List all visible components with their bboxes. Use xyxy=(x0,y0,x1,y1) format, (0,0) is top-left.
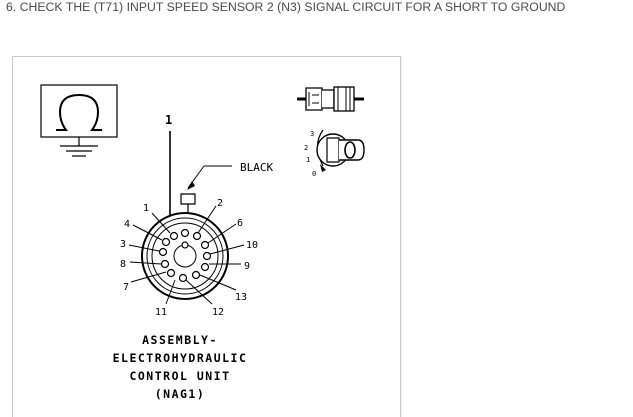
key-position-3: 3 xyxy=(310,130,314,138)
pin-label-8: 8 xyxy=(120,259,126,270)
step-heading: 6. CHECK THE (T71) INPUT SPEED SENSOR 2 … xyxy=(6,0,566,14)
wire-color-label: BLACK xyxy=(240,161,273,174)
pin-label-1: 1 xyxy=(143,203,149,214)
ohmmeter-icon xyxy=(40,84,118,157)
caption-line-3: CONTROL UNIT xyxy=(129,369,231,383)
pin-label-7: 7 xyxy=(123,282,129,293)
pin-label-3: 3 xyxy=(120,239,126,250)
connector-tab xyxy=(180,193,196,205)
pin-label-9: 9 xyxy=(244,261,250,272)
pin-label-2: 2 xyxy=(217,198,223,209)
key-position-2: 2 xyxy=(304,144,308,152)
caption-line-4: (NAG1) xyxy=(154,387,206,401)
pin-label-6: 6 xyxy=(237,218,243,229)
pin-label-11: 11 xyxy=(155,307,167,318)
pin-label-13: 13 xyxy=(235,292,247,303)
pin-label-12: 12 xyxy=(212,307,224,318)
connector-face xyxy=(141,212,229,300)
callout-number: 1 xyxy=(165,113,172,127)
pin-label-4: 4 xyxy=(124,219,130,230)
caption-line-1: ASSEMBLY- xyxy=(142,333,218,347)
key-position-1: 1 xyxy=(306,156,310,164)
caption-line-2: ELECTROHYDRAULIC xyxy=(112,351,248,365)
pin-leaders xyxy=(128,205,245,305)
connector-side-icon xyxy=(297,86,364,112)
ignition-key-icon: 3 2 1 0 xyxy=(304,129,365,178)
key-position-0: 0 xyxy=(312,170,316,178)
pin-label-10: 10 xyxy=(246,240,258,251)
